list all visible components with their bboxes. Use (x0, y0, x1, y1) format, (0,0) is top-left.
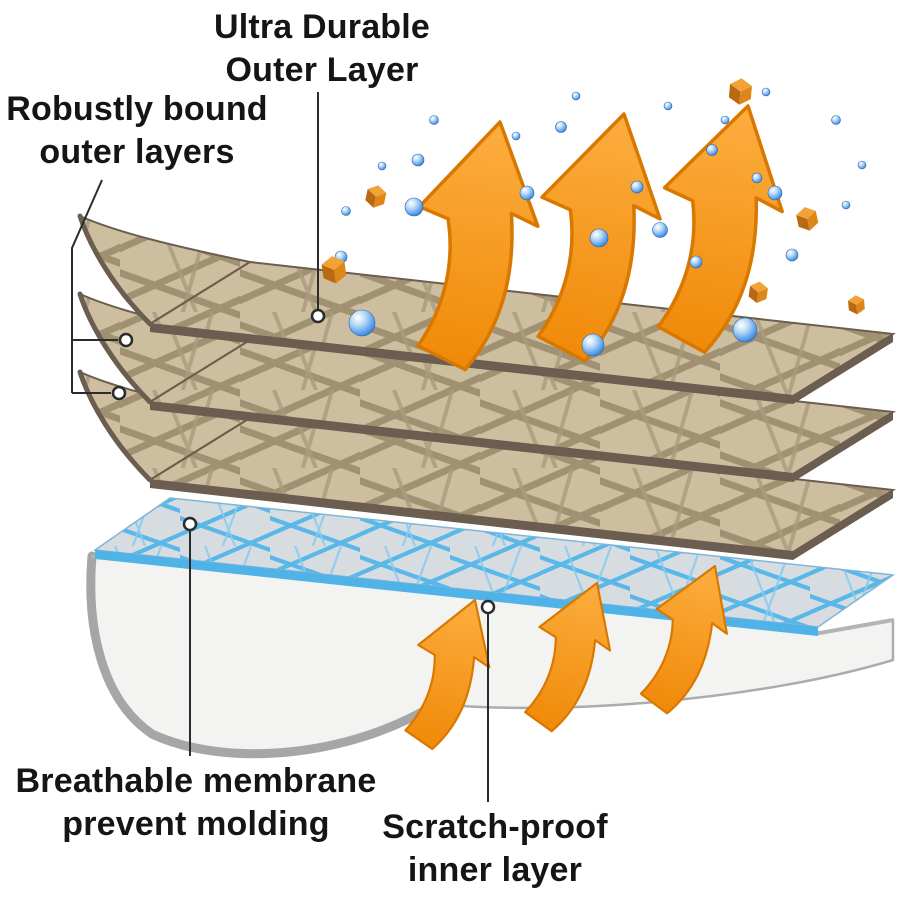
inner-layer-label-line2: inner layer (407, 850, 583, 889)
water-droplet-icons (334, 87, 867, 357)
bound-layers-label: Robustly bound outer layers (0, 88, 274, 174)
callout-pointers (71, 92, 489, 802)
inner-layer-label-line1: Scratch-proof (382, 808, 608, 846)
callout-anchor-dots (111, 308, 496, 615)
bound-layers-label-line2: outer layers (39, 132, 235, 171)
inner-layer-label: Scratch-proof inner layer (295, 806, 695, 892)
bound-layers-label-line1: Robustly bound (6, 90, 268, 128)
pointer-bound-layers (71, 179, 103, 393)
outer-layer-label-line2: Outer Layer (225, 50, 419, 89)
outer-layer-label-line1: Ultra Durable (213, 8, 431, 46)
membrane-label-line1: Breathable membrane (15, 762, 377, 800)
outer-layer-label: Ultra Durable Outer Layer (132, 6, 512, 92)
membrane-label-line2: prevent molding (62, 804, 330, 843)
fabric-layer-3 (77, 369, 896, 560)
membrane-label: Breathable membrane prevent molding (0, 760, 392, 846)
